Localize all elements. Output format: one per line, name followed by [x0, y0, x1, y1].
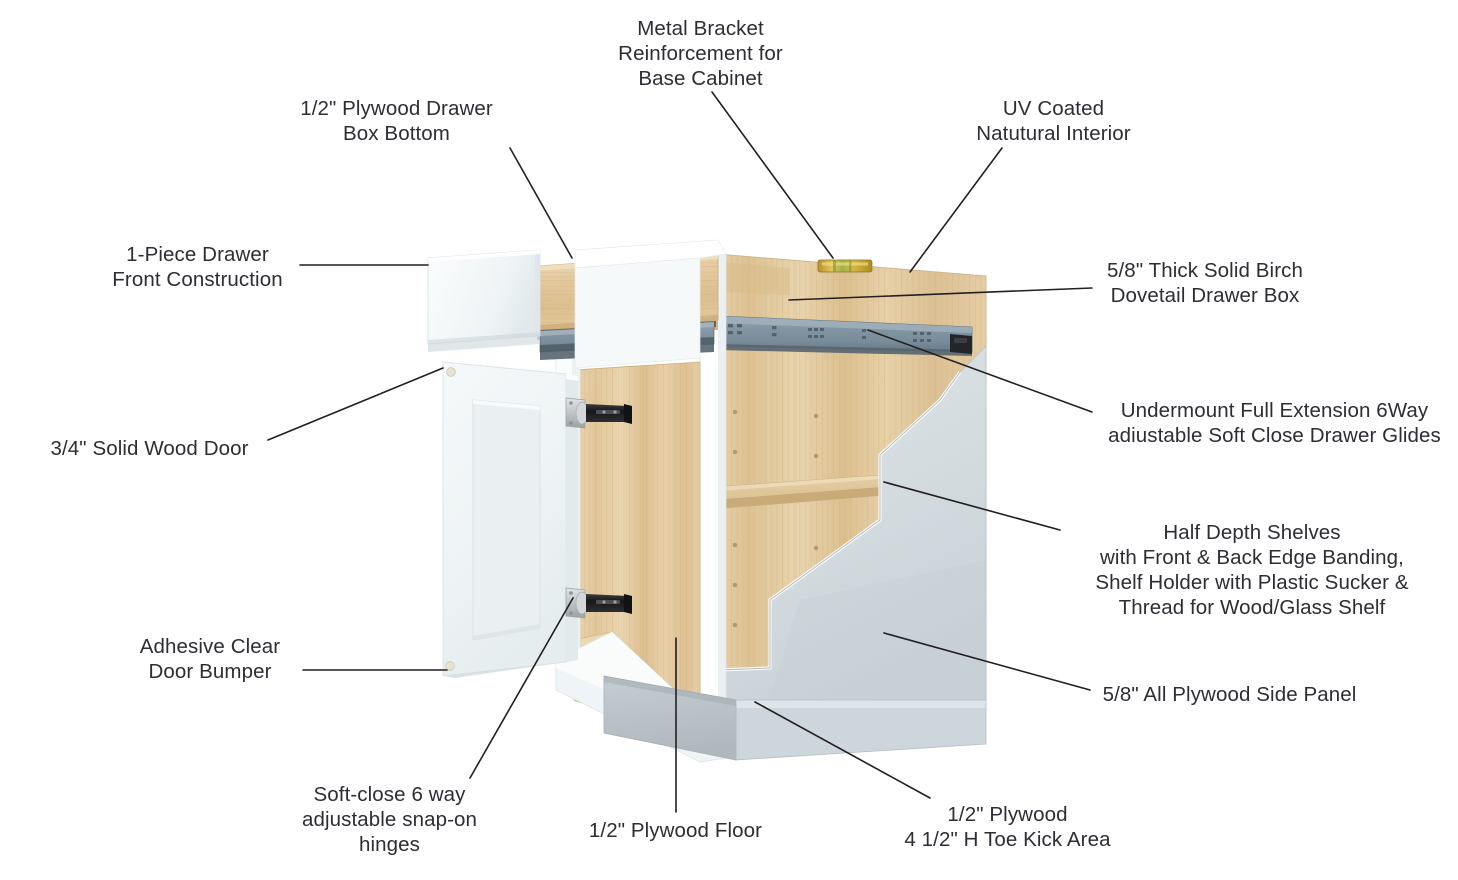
callout-metal-bracket: Metal Bracket Reinforcement for Base Cab… [618, 17, 783, 90]
callout-solid-birch-dovetail-drawer-box: 5/8" Thick Solid Birch Dovetail Drawer B… [1107, 259, 1303, 307]
callout-plywood-toe-kick: 1/2" Plywood 4 1/2" H Toe Kick Area [904, 803, 1111, 851]
callout-plywood-floor: 1/2" Plywood Floor [588, 819, 763, 842]
cabinet-top-rail [574, 239, 727, 369]
callout-uv-coated-interior: UV Coated Natutural Interior [976, 97, 1131, 145]
callout-plywood-drawer-box-bottom: 1/2" Plywood Drawer Box Bottom [300, 97, 493, 145]
callout-soft-close-hinges: Soft-close 6 way adjustable snap-on hing… [301, 783, 478, 856]
callout-adhesive-clear-door-bumper: Adhesive Clear Door Bumper [139, 635, 281, 683]
hinge-top [565, 397, 632, 429]
cabinet-front-frame [699, 251, 727, 749]
cabinet-door [442, 361, 578, 678]
door-bumper-bottom [445, 661, 455, 671]
callout-solid-wood-door: 3/4" Solid Wood Door [50, 437, 249, 460]
door-bumpers [445, 367, 456, 671]
callout-all-plywood-side-panel: 5/8" All Plywood Side Panel [1102, 683, 1357, 706]
metal-bracket [817, 259, 873, 273]
drawer-front [427, 249, 541, 352]
callout-undermount-drawer-glides: Undermount Full Extension 6Way adiustabl… [1108, 399, 1441, 447]
callout-half-depth-shelves: Half Depth Shelves with Front & Back Edg… [1095, 521, 1409, 619]
door-bumper-top [446, 367, 456, 377]
callout-one-piece-drawer-front: 1-Piece Drawer Front Construction [112, 243, 283, 291]
